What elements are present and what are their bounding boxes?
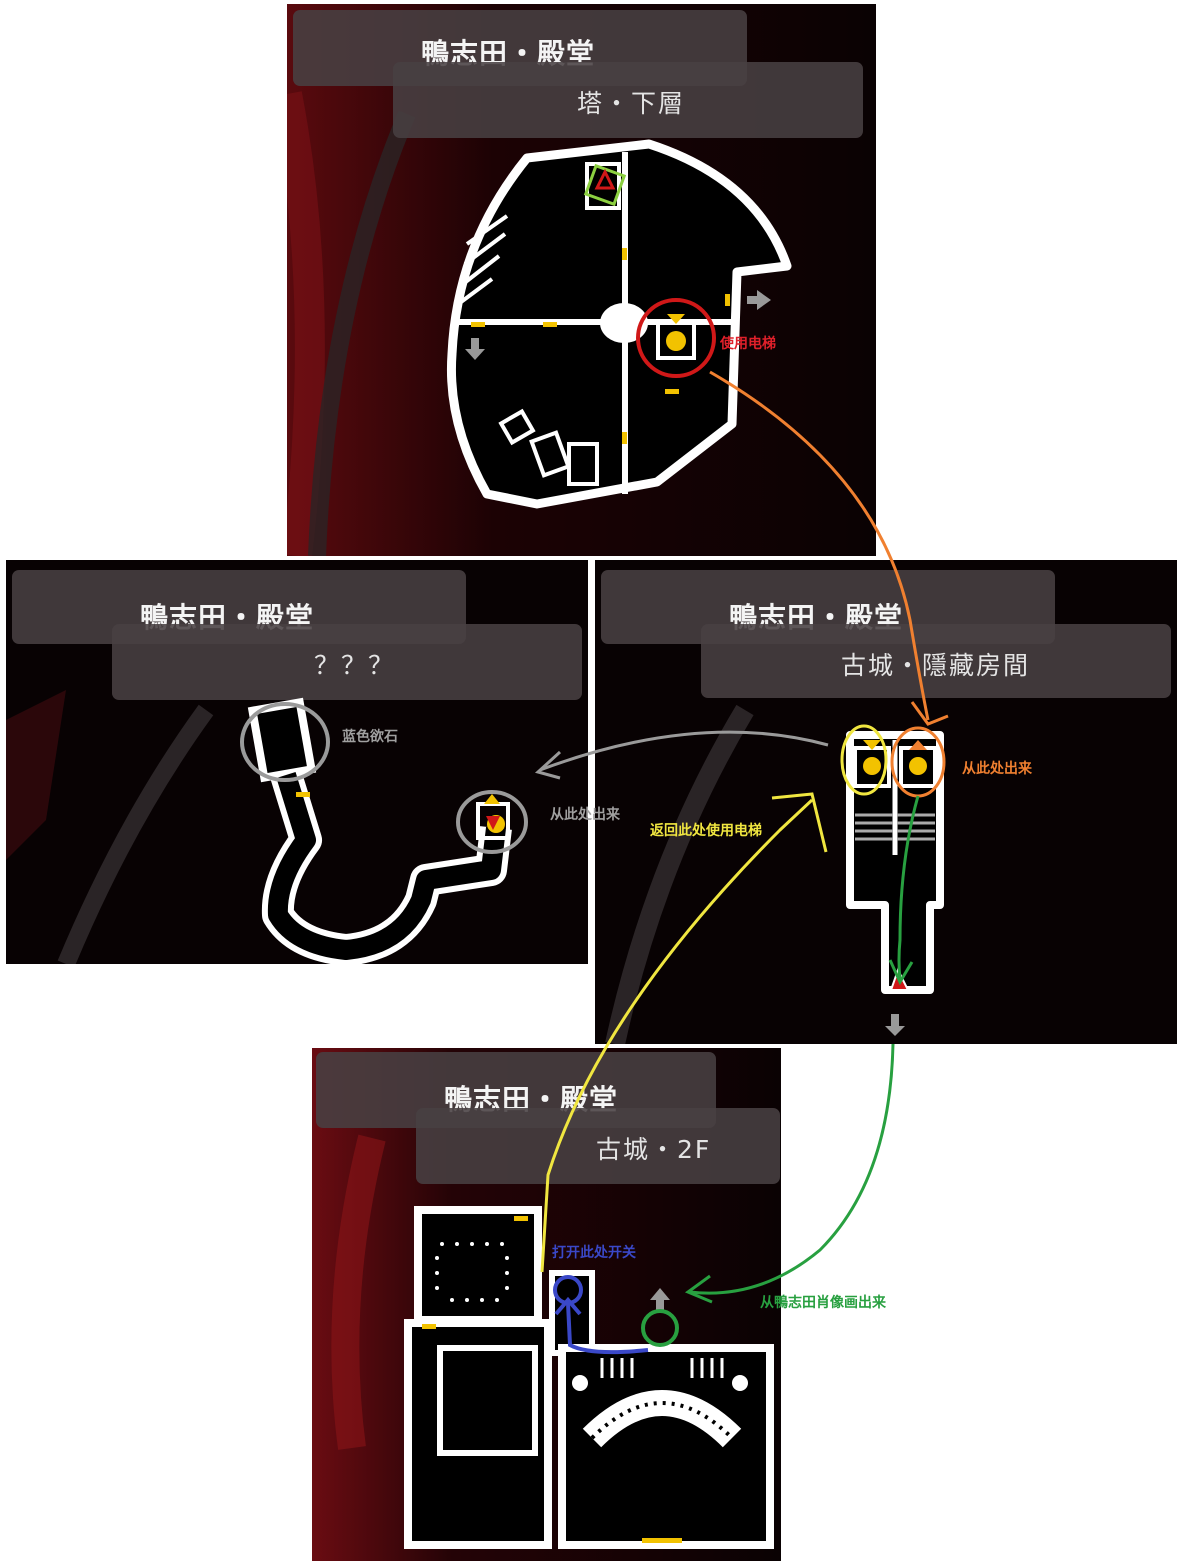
blue-stone-note: 蓝色欲石 xyxy=(342,729,398,745)
map-panel-hidden: 鴨志田・殿堂 古城・隱藏房間 xyxy=(595,560,1177,1044)
exit-portrait-note: 从鴨志田肖像画出来 xyxy=(760,1295,886,1311)
up-arrow-icon xyxy=(650,1288,670,1300)
hidden-room-map xyxy=(846,731,944,1036)
open-switch-note: 打开此处开关 xyxy=(552,1245,636,1261)
exit-unknown-note: 从此处出来 xyxy=(550,807,620,823)
down-arrow-icon xyxy=(885,1026,905,1036)
return-elevator-note: 返回此处使用电梯 xyxy=(650,823,762,839)
right-arrow-icon xyxy=(757,290,771,310)
map-panel-tower: 鴨志田・殿堂 塔・下層 xyxy=(287,4,876,556)
floor-title-bar: 塔・下層 xyxy=(393,62,863,138)
tower-map xyxy=(446,139,792,509)
map-panel-unknown: 鴨志田・殿堂 ？？？ xyxy=(6,560,588,964)
floor-title: 塔・下層 xyxy=(577,89,686,118)
down-arrow-icon xyxy=(465,349,485,360)
unknown-room-map xyxy=(247,697,512,964)
floor-title: ？？？ xyxy=(314,651,396,680)
floor-title-bar: ？？？ xyxy=(112,624,582,700)
exit-hidden-note: 从此处出来 xyxy=(962,761,1032,777)
use-elevator-note: 使用电梯 xyxy=(720,336,776,352)
map-panel-castle-2f: 鴨志田・殿堂 古城・2F xyxy=(312,1048,781,1561)
castle-2f-map xyxy=(404,1206,774,1549)
